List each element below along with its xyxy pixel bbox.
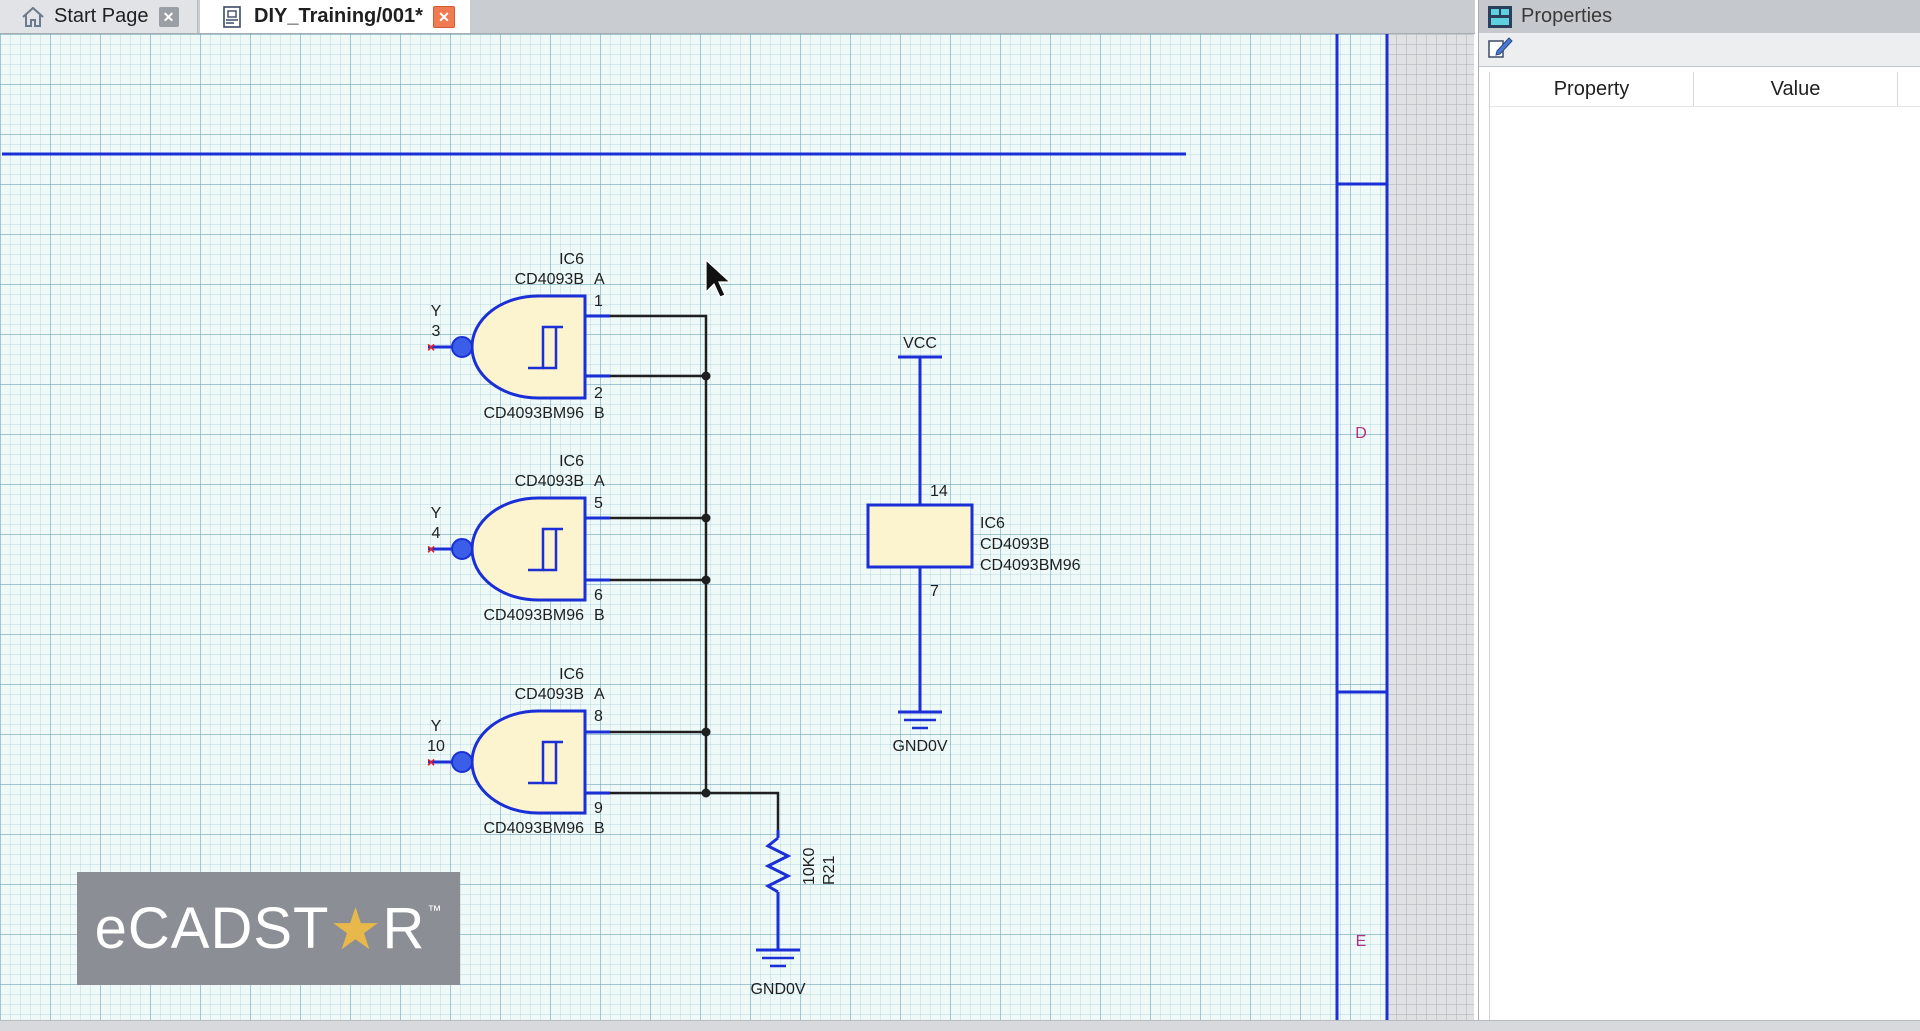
svg-text:×: × bbox=[427, 541, 435, 557]
svg-text:8: 8 bbox=[594, 708, 603, 725]
nand-gate-b[interactable]: × IC6 CD4093B A 5 6 CD4093BM96 B Y 4 bbox=[427, 453, 610, 624]
zone-label-e: E bbox=[1356, 933, 1367, 950]
svg-text:6: 6 bbox=[594, 587, 603, 604]
svg-text:CD4093B: CD4093B bbox=[515, 473, 584, 490]
properties-panel: Properties Property Value bbox=[1478, 0, 1920, 1030]
schematic-doc-icon bbox=[220, 5, 246, 29]
ic6-power-unit[interactable]: VCC 14 7 IC6 CD4093B CD4093BM96 GND0V bbox=[866, 335, 1081, 755]
svg-text:R21: R21 bbox=[821, 856, 838, 885]
tab-start-page[interactable]: Start Page ✕ bbox=[0, 0, 198, 33]
nand-gate-c[interactable]: × IC6 CD4093B A 8 9 CD4093BM96 B Y 10 bbox=[427, 666, 610, 837]
svg-text:GND0V: GND0V bbox=[892, 738, 947, 755]
svg-text:×: × bbox=[427, 754, 435, 770]
svg-text:3: 3 bbox=[432, 323, 441, 340]
svg-text:CD4093B: CD4093B bbox=[515, 686, 584, 703]
svg-text:Y: Y bbox=[431, 718, 442, 735]
svg-text:10K0: 10K0 bbox=[801, 848, 818, 885]
properties-icon bbox=[1487, 5, 1513, 29]
zone-label-d: D bbox=[1355, 425, 1367, 442]
svg-text:CD4093BM96: CD4093BM96 bbox=[980, 557, 1081, 574]
properties-panel-header: Properties bbox=[1479, 0, 1920, 33]
edit-properties-icon[interactable] bbox=[1487, 35, 1513, 64]
column-header-value[interactable]: Value bbox=[1694, 72, 1898, 106]
sheet-margin bbox=[1386, 34, 1474, 1020]
svg-text:4: 4 bbox=[432, 525, 441, 542]
net-wires bbox=[585, 314, 780, 830]
svg-text:1: 1 bbox=[594, 293, 603, 310]
tab-label: DIY_Training/001* bbox=[254, 5, 423, 27]
tab-label: Start Page bbox=[54, 5, 149, 27]
svg-text:CD4093BM96: CD4093BM96 bbox=[484, 820, 585, 837]
column-header-spacer bbox=[1898, 72, 1920, 106]
home-icon bbox=[20, 5, 46, 29]
svg-text:CD4093B: CD4093B bbox=[515, 271, 584, 288]
svg-text:Y: Y bbox=[431, 303, 442, 320]
svg-text:IC6: IC6 bbox=[980, 515, 1005, 532]
svg-text:IC6: IC6 bbox=[559, 251, 584, 268]
svg-text:B: B bbox=[594, 405, 605, 422]
close-tab-icon[interactable]: ✕ bbox=[158, 6, 179, 27]
wire-junctions bbox=[701, 371, 711, 798]
svg-text:9: 9 bbox=[594, 800, 603, 817]
close-tab-icon[interactable]: ✕ bbox=[432, 5, 455, 28]
svg-text:14: 14 bbox=[930, 483, 948, 500]
svg-text:A: A bbox=[594, 686, 605, 703]
svg-text:VCC: VCC bbox=[903, 335, 937, 352]
svg-text:IC6: IC6 bbox=[559, 666, 584, 683]
svg-text:CD4093B: CD4093B bbox=[980, 536, 1049, 553]
svg-text:B: B bbox=[594, 607, 605, 624]
svg-text:A: A bbox=[594, 473, 605, 490]
schematic-drawing: D E × IC6 CD409 bbox=[2, 34, 1389, 1020]
svg-text:7: 7 bbox=[930, 583, 939, 600]
svg-text:×: × bbox=[427, 339, 435, 355]
properties-toolbar bbox=[1479, 33, 1920, 67]
svg-text:CD4093BM96: CD4093BM96 bbox=[484, 405, 585, 422]
svg-text:CD4093BM96: CD4093BM96 bbox=[484, 607, 585, 624]
properties-grid-header: Property Value bbox=[1490, 72, 1920, 107]
svg-text:B: B bbox=[594, 820, 605, 837]
document-tab-strip: Start Page ✕ DIY_Training/001* ✕ bbox=[0, 0, 1475, 34]
properties-title: Properties bbox=[1521, 5, 1613, 27]
svg-text:IC6: IC6 bbox=[559, 453, 584, 470]
status-bar bbox=[0, 1020, 1920, 1031]
svg-text:GND0V: GND0V bbox=[750, 981, 805, 998]
resistor-r21[interactable]: 10K0 R21 GND0V bbox=[750, 830, 838, 998]
schematic-canvas[interactable]: D E × IC6 CD409 bbox=[0, 34, 1474, 1020]
svg-text:10: 10 bbox=[427, 738, 445, 755]
tab-diy-training[interactable]: DIY_Training/001* ✕ bbox=[200, 0, 470, 33]
svg-text:2: 2 bbox=[594, 385, 603, 402]
properties-grid-frame bbox=[1489, 72, 1920, 1030]
mouse-pointer-icon bbox=[705, 258, 732, 298]
svg-text:Y: Y bbox=[431, 505, 442, 522]
svg-text:5: 5 bbox=[594, 495, 603, 512]
nand-gate-a[interactable]: × IC6 CD4093B A 1 2 CD4093BM96 B Y 3 bbox=[427, 251, 610, 422]
svg-text:A: A bbox=[594, 271, 605, 288]
column-header-property[interactable]: Property bbox=[1490, 72, 1694, 106]
